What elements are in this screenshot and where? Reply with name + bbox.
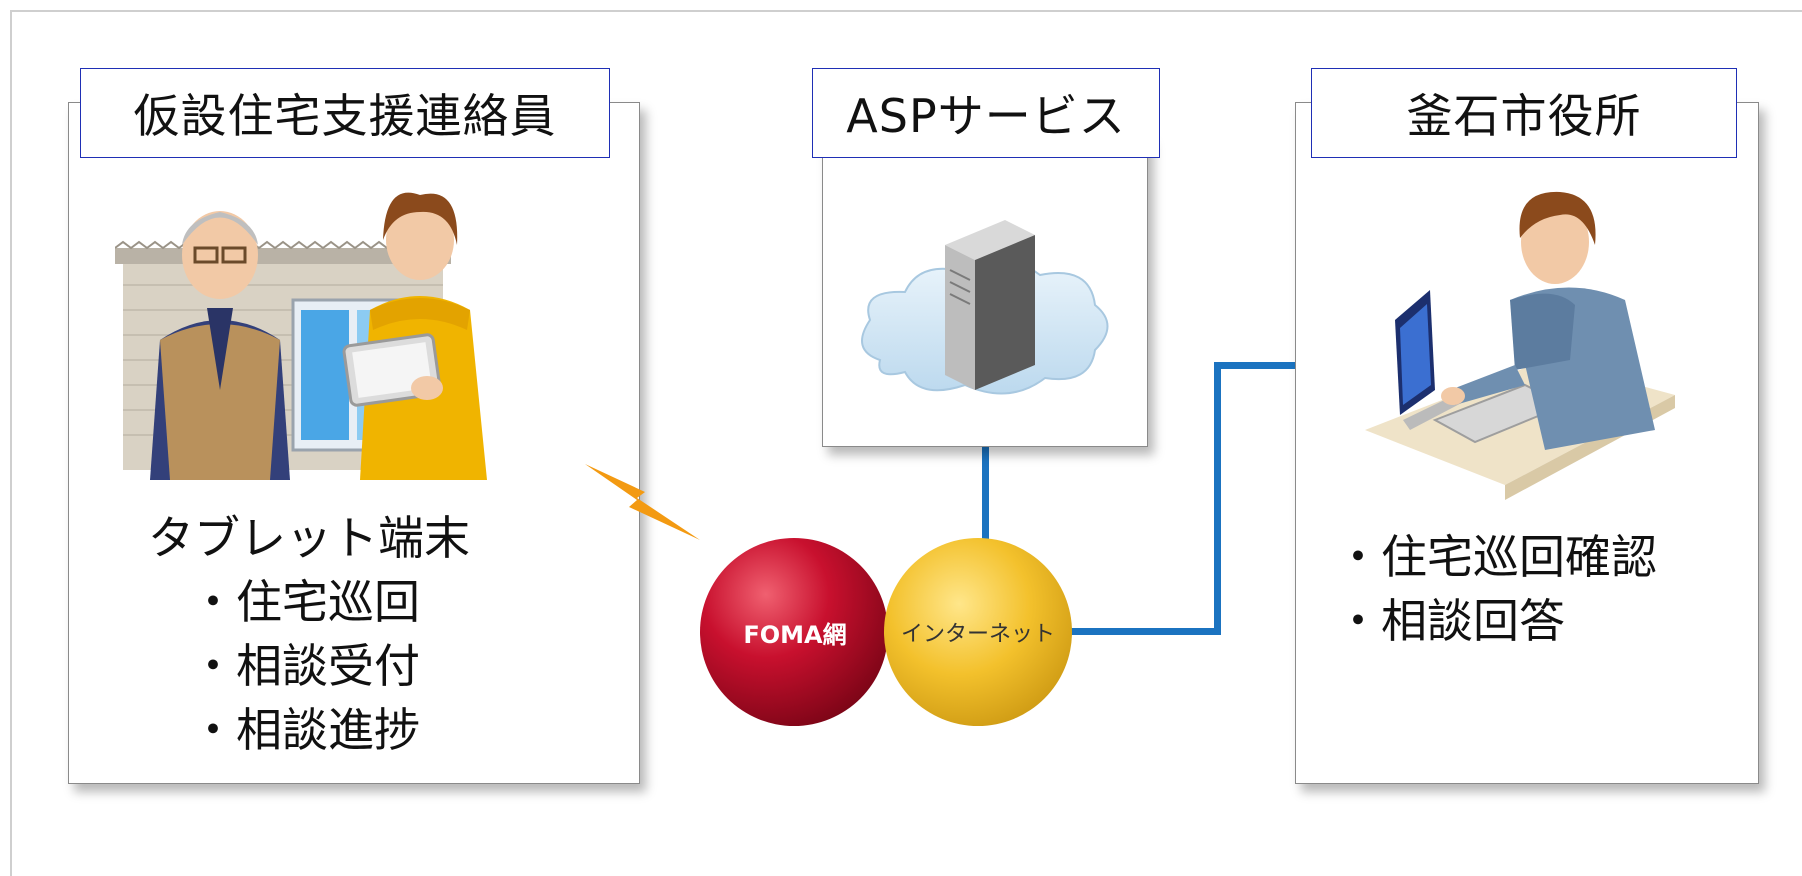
feature-item: ・住宅巡回 bbox=[190, 575, 420, 629]
foma-network-circle bbox=[700, 538, 888, 726]
internet-circle bbox=[884, 538, 1072, 726]
internet-to-cityhall-line-h1 bbox=[1070, 628, 1220, 635]
support-staff-illustration bbox=[115, 192, 487, 480]
server-to-internet-line bbox=[982, 412, 989, 542]
support-staff-title: 仮設住宅支援連絡員 bbox=[80, 68, 610, 158]
network-circles bbox=[700, 538, 1072, 726]
city-hall-features: ・住宅巡回確認 ・相談回答 bbox=[1335, 525, 1657, 653]
support-staff-features: タブレット端末 ・住宅巡回 ・相談受付 ・相談進捗 bbox=[148, 506, 470, 762]
feature-item: ・住宅巡回確認 bbox=[1335, 530, 1657, 584]
wireless-bolt-icon bbox=[585, 464, 700, 540]
device-label: タブレット端末 bbox=[148, 511, 470, 565]
city-hall-title: 釜石市役所 bbox=[1311, 68, 1737, 158]
diagram-frame bbox=[10, 10, 1802, 876]
feature-item: ・相談回答 bbox=[1335, 594, 1565, 648]
feature-item: ・相談進捗 bbox=[190, 703, 420, 757]
cloud-server-illustration bbox=[861, 220, 1109, 395]
feature-item: ・相談受付 bbox=[190, 639, 420, 693]
city-hall-illustration bbox=[1365, 191, 1675, 500]
foma-network-label: FOMA網 bbox=[743, 621, 847, 649]
internet-to-cityhall-line-v bbox=[1214, 362, 1221, 635]
asp-service-title: ASPサービス bbox=[812, 68, 1160, 158]
internet-label: インターネット bbox=[900, 622, 1055, 647]
